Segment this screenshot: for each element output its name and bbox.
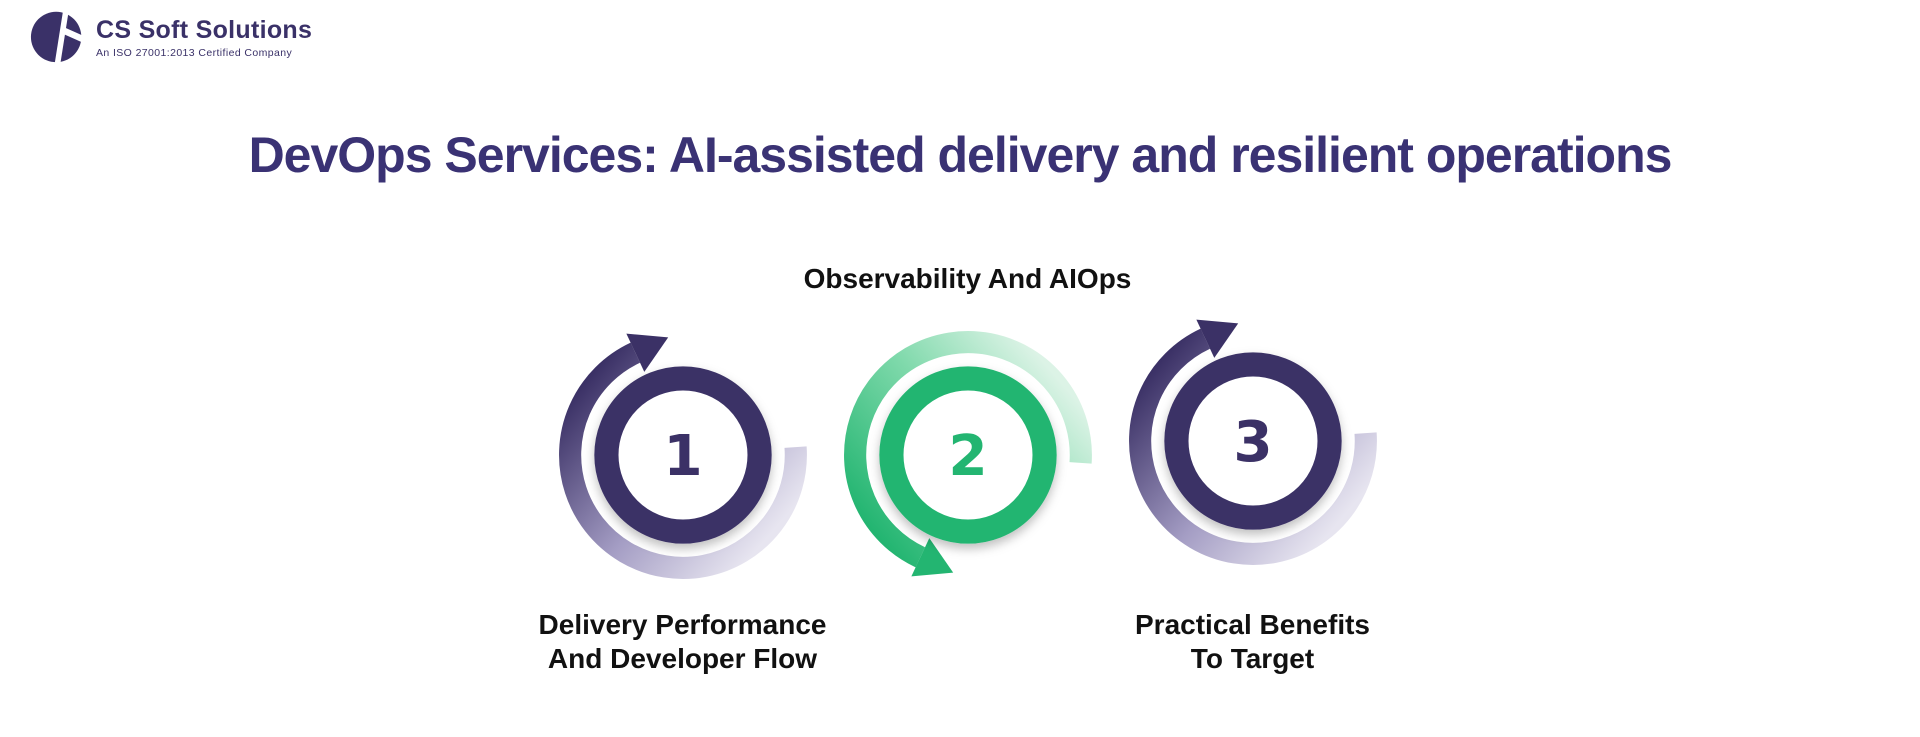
cycle-step-3: 3 Practical Benefits To Target: [1110, 262, 1395, 676]
cycle-arrow-icon: 1: [558, 333, 807, 579]
cycle-number: 2: [948, 424, 987, 489]
swirl-arrow: [843, 331, 1092, 577]
cycle-number: 1: [663, 424, 702, 489]
arrowhead: [1195, 319, 1238, 358]
cycle-arrow-icon: 2: [843, 331, 1092, 577]
logo-mark-icon: [30, 8, 86, 66]
cycle-number: 3: [1233, 410, 1272, 475]
arrowhead: [910, 538, 953, 577]
swirl-arrow: [1128, 319, 1377, 565]
step-2-label: Observability And AIOps: [803, 263, 1132, 294]
cycle-arrow-icon: 3: [1128, 319, 1377, 565]
company-logo: CS Soft Solutions An ISO 27001:2013 Cert…: [30, 8, 312, 66]
step-3-label: Practical Benefits To Target: [1135, 609, 1370, 674]
logo-tagline: An ISO 27001:2013 Certified Company: [96, 47, 293, 59]
cycle-step-2: Observability And AIOps 2: [804, 262, 1131, 676]
cycle-ring: [1163, 352, 1342, 530]
step-1-label: Delivery Performance And Developer Flow: [538, 609, 827, 674]
logo-text-block: CS Soft Solutions An ISO 27001:2013 Cert…: [96, 15, 312, 59]
cycle-step-1: 1 Delivery Performance And Developer Flo…: [538, 262, 827, 676]
cycle-ring: [593, 366, 772, 544]
swirl-arrow: [558, 333, 807, 579]
page-title: DevOps Services: AI-assisted delivery an…: [248, 127, 1673, 183]
process-cycle-diagram: 1 Delivery Performance And Developer Flo…: [538, 262, 1395, 676]
cycle-ring: [878, 366, 1057, 544]
logo-name: CS Soft Solutions: [96, 16, 313, 44]
arrowhead: [625, 333, 668, 372]
